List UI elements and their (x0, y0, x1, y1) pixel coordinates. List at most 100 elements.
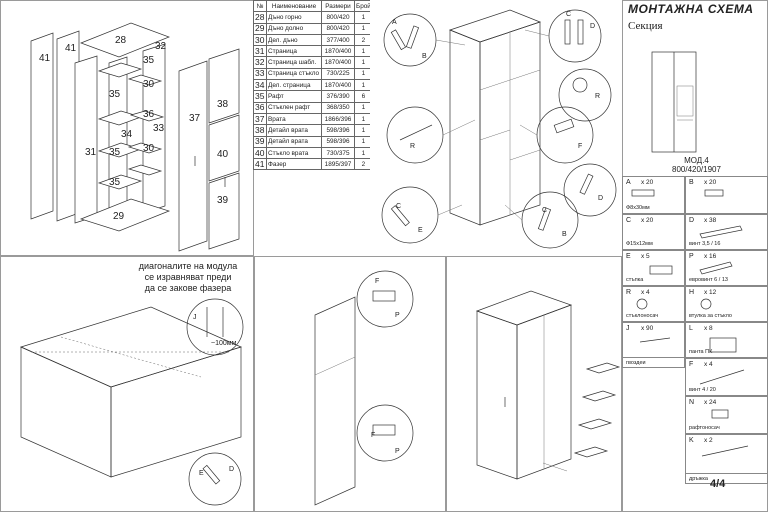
hw-code: D (689, 217, 695, 224)
detail-letter-B: B (562, 231, 567, 238)
handle-icon (701, 445, 749, 457)
hw-name: стъпка (626, 277, 644, 283)
leader-line (442, 119, 476, 136)
glass-support-icon (636, 298, 648, 310)
detail-circle (558, 68, 612, 122)
exploded-view-drawing (30, 22, 240, 252)
hw-name: Ф8x30мм (626, 205, 650, 211)
label-35: 35 (109, 147, 121, 158)
door-panel (314, 296, 356, 506)
screw-icon (579, 173, 594, 195)
shelf-36 (129, 110, 165, 122)
cell-name: Дъно горно (266, 11, 322, 24)
door-hinge-drawing (314, 270, 414, 506)
label-34: 34 (121, 129, 133, 140)
hw-qty: x 20 (641, 217, 654, 224)
hardware-item-D: D x 38 (685, 214, 768, 250)
hw-code: K (689, 437, 694, 444)
back-panel-41-left (30, 32, 54, 220)
glass-door-40 (208, 114, 240, 182)
hinge-icon (709, 337, 737, 353)
plate-icon (649, 265, 673, 275)
screw-icon (405, 25, 420, 49)
hw-code: E (626, 253, 631, 260)
cabinet-front (516, 304, 572, 480)
cell-n: 28 (253, 11, 267, 24)
hw-name: стъклоносач (626, 313, 659, 319)
detail-letter-D: D (229, 466, 234, 473)
cabinet-shelf (509, 69, 541, 81)
note-line: да се закове фазера (144, 283, 232, 293)
hinge-detail-circle (356, 404, 414, 462)
hardware-item-A: A x 20 (622, 176, 685, 214)
detail-letter-E: E (199, 470, 204, 477)
label-36: 36 (143, 109, 155, 120)
detail-circle (563, 163, 617, 217)
detail-letter-D: D (598, 195, 603, 202)
cell-size: 800/420 (321, 11, 355, 24)
door-hinge-panel: F P F P (254, 256, 446, 512)
label-41: 41 (65, 43, 77, 54)
label-39: 39 (217, 195, 229, 206)
label-31: 31 (85, 147, 97, 158)
detail-letter-F: F (578, 143, 582, 150)
hw-code: B (689, 179, 694, 186)
hw-qty: x 20 (704, 179, 717, 186)
screw-icon (564, 19, 571, 45)
exploded-view-panel: 41 41 28 32 35 30 35 36 34 33 31 35 30 3… (0, 0, 254, 256)
hw-code: L (689, 325, 693, 332)
glass-shelf (573, 446, 609, 458)
leader-line (504, 204, 523, 221)
hw-name: Ф15x12мм (626, 241, 653, 247)
hinge-icon (553, 118, 575, 134)
note-line: се изравняват преди (144, 272, 232, 282)
glass-shelf (585, 362, 621, 374)
door-hinge-labels: F P F P (371, 278, 400, 455)
screw-icon (699, 225, 743, 239)
final-assembly-drawing (475, 290, 621, 480)
detail-letter-D: D (590, 23, 595, 30)
hw-name: рафтоносач (689, 425, 720, 431)
hw-qty: x 38 (704, 217, 717, 224)
hw-qty: x 4 (704, 361, 713, 368)
back-assembly-labels: J ~100мм E D (193, 314, 237, 477)
detail-letter-C: C (566, 11, 571, 18)
label-28: 28 (115, 35, 127, 46)
hw-code: H (689, 289, 695, 296)
label-40: 40 (217, 149, 229, 160)
label-33: 33 (153, 123, 165, 134)
label-30: 30 (143, 143, 155, 154)
glass-shelf (581, 390, 617, 402)
shelf-35 (97, 62, 143, 78)
hw-qty: x 5 (641, 253, 650, 260)
cell-qty: 1 (354, 11, 373, 24)
handle-icon (542, 462, 568, 472)
bushing-icon (700, 298, 712, 310)
nail-detail-circle (186, 298, 244, 356)
label-38: 38 (217, 99, 229, 110)
back-assembly-panel: диагоналите на модула се изравняват пред… (0, 256, 254, 512)
door-panel-39 (208, 172, 240, 250)
leader-line (519, 124, 538, 136)
hardware-item-F: F x 4 панта ПК (685, 349, 768, 396)
page-title: МОНТАЖНА СХЕМА (628, 2, 754, 16)
cabinet-front (479, 21, 541, 226)
hardware-item-K: K x 2 рафтоносач (685, 425, 768, 474)
hw-code: F (689, 361, 694, 368)
hardware-item-R: R x 4 стъпка (622, 277, 685, 322)
hw-qty: x 2 (704, 437, 713, 444)
dowel-icon (390, 205, 410, 227)
label-32: 32 (155, 41, 167, 52)
cell-size: 598/396 (321, 135, 355, 148)
hw-name: дръжка (689, 476, 708, 482)
hw-qty: x 24 (704, 399, 717, 406)
shelf-35 (127, 164, 163, 176)
hw-qty: x 12 (704, 289, 717, 296)
leader-line (524, 29, 550, 37)
hw-code: C (626, 217, 632, 224)
